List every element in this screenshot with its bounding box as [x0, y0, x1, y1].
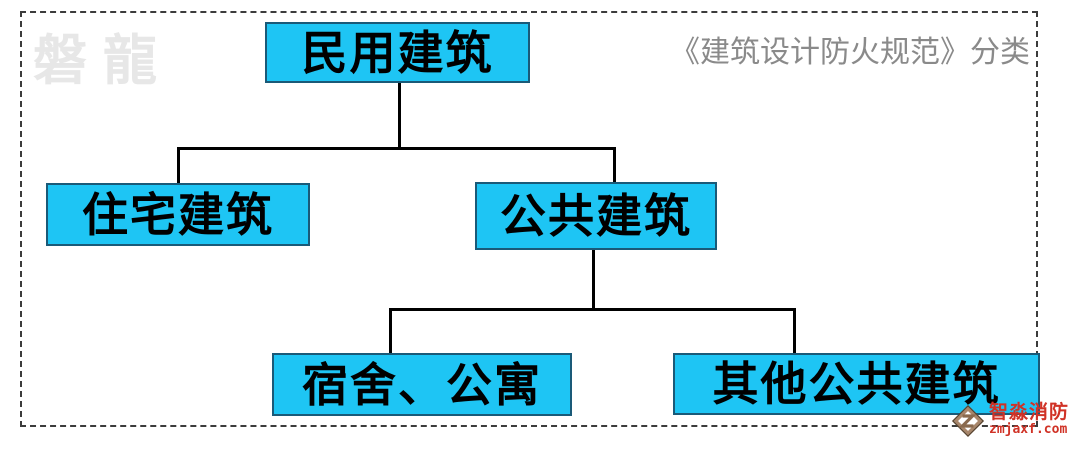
- brand-text-block: 智淼消防 zmjaxf.com: [989, 402, 1069, 437]
- node-residential-building: 住宅建筑: [46, 183, 310, 246]
- connector-root-stem: [398, 83, 401, 149]
- connector-public-stem: [592, 250, 595, 310]
- dashed-border-frame: [20, 11, 1038, 427]
- connector-other-public-drop: [793, 308, 796, 355]
- diagram-title: 《建筑设计防火规范》分类: [670, 35, 1030, 70]
- node-dormitory-apartment: 宿舍、公寓: [272, 353, 572, 416]
- node-other-public-building: 其他公共建筑: [673, 353, 1040, 415]
- brand-name: 智淼消防: [989, 401, 1070, 423]
- brand-logo: 智淼消防 zmjaxf.com: [950, 402, 1069, 440]
- connector-dormitory-drop: [389, 308, 392, 355]
- brand-site-url: zmjaxf.com: [989, 421, 1068, 437]
- brand-diamond-icon: [951, 404, 985, 438]
- node-civil-building: 民用建筑: [265, 22, 530, 83]
- connector-public-drop: [613, 147, 616, 184]
- connector-level1-horizontal: [177, 147, 616, 150]
- node-public-building: 公共建筑: [475, 182, 717, 250]
- connector-level2-horizontal: [389, 308, 796, 311]
- watermark-panlong: 磐龍: [33, 29, 173, 92]
- connector-residential-drop: [177, 147, 180, 185]
